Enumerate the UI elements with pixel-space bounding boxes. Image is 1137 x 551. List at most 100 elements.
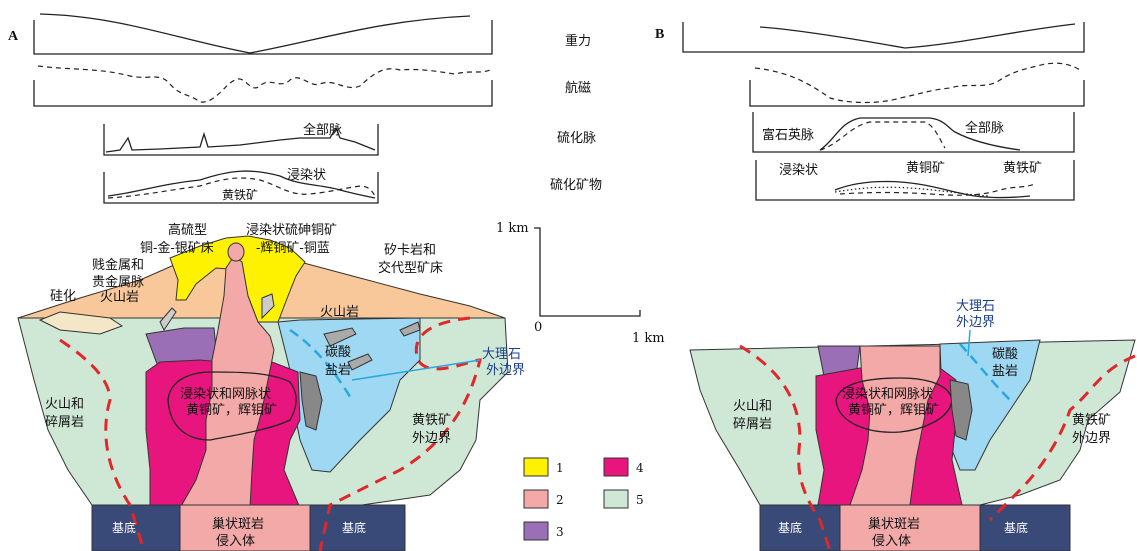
a-dis-2: -辉铜矿-铜蓝 xyxy=(256,241,330,256)
panel-b-profiles: B 富石英脉 全部脉 浸染状 黄铜矿 黄铁矿 xyxy=(655,22,1085,201)
legend-swatch-1 xyxy=(523,457,549,477)
scale-vertical-label: 1 km xyxy=(496,221,529,236)
scale-horizontal-label: 1 km xyxy=(632,331,665,346)
b-vc-1: 火山和 xyxy=(733,399,772,414)
b-marble-2: 外边界 xyxy=(956,315,995,330)
a-skarn-1: 矽卡岩和 xyxy=(384,243,436,258)
a-vein-1: 贱金属和 xyxy=(92,257,144,273)
profile-type-labels: 重力 航磁 硫化脉 硫化矿物 xyxy=(550,33,602,193)
section-b: 大理石 外边界 碳酸 盐岩 浸染状和网脉状 黄铜矿，辉钼矿 火山和 碎屑岩 黄铁… xyxy=(689,299,1136,551)
a-porphyry xyxy=(179,255,275,509)
a-pyrite-halo-left xyxy=(59,338,146,551)
a-basement-l: 基底 xyxy=(112,520,136,535)
b-quartz-vein-label: 富石英脉 xyxy=(762,127,814,143)
a-vein-2: 贵金属脉 xyxy=(92,274,144,290)
b-all-veins-label: 全部脉 xyxy=(965,120,1004,136)
sulfide-mineral-frame-b xyxy=(755,160,1075,201)
gravity-label: 重力 xyxy=(565,33,591,49)
a-dis-1: 浸染状硫砷铜矿 xyxy=(246,223,337,238)
b-marble-1: 大理石 xyxy=(956,299,995,314)
all-veins-curve-b xyxy=(819,117,1021,151)
aeromag-label: 航磁 xyxy=(565,80,591,96)
aeromag-curve-a xyxy=(37,65,491,103)
scale-zero-label: 0 xyxy=(534,320,542,335)
b-intrusion-1: 巢状斑岩 xyxy=(868,517,920,532)
a-marble-1: 大理石 xyxy=(482,347,521,362)
sulfide-vein-frame-b xyxy=(752,112,1075,153)
aeromag-frame-b xyxy=(749,80,1085,107)
b-stock-1: 浸染状和网脉状 xyxy=(842,387,933,402)
a-intrusion-base xyxy=(179,504,311,551)
b-marble-front xyxy=(959,343,1011,401)
a-ore-shell xyxy=(167,371,297,441)
gravity-frame-a xyxy=(33,20,493,55)
a-pyrite-label: 黄铁矿 xyxy=(222,188,258,202)
legend-key-2: 2 xyxy=(556,493,564,507)
a-silica-lens xyxy=(38,311,124,335)
sulfide-mineral-label: 硫化矿物 xyxy=(550,178,602,193)
b-vc-2: 碎屑岩 xyxy=(733,417,772,432)
b-basement-left xyxy=(759,504,841,551)
scale-lines xyxy=(534,227,641,317)
a-silica: 硅化 xyxy=(50,289,76,304)
a-volcanic-l: 火山岩 xyxy=(100,290,139,305)
legend-key-4: 4 xyxy=(636,461,644,475)
sulfide-vein-label: 硫化脉 xyxy=(557,131,596,146)
b-intrusion-base xyxy=(839,504,981,551)
a-skarn-2: 交代型矿床 xyxy=(378,260,443,276)
a-volcanic-r: 火山岩 xyxy=(320,305,359,320)
a-disseminated-label: 浸染状 xyxy=(287,168,326,183)
a-intrusion-2: 侵入体 xyxy=(216,533,255,549)
a-vein-lens-1 xyxy=(159,307,177,331)
a-intrusion-1: 巢状斑岩 xyxy=(212,517,264,532)
aeromag-curve-b xyxy=(754,62,1081,104)
a-skarn-body xyxy=(299,371,323,431)
a-carb-2: 盐岩 xyxy=(325,363,351,378)
pyrite-curve-a xyxy=(107,177,377,199)
b-py-1: 黄铁矿 xyxy=(1072,413,1111,428)
scale-bar: 1 km 0 1 km xyxy=(496,221,665,346)
chalcopyrite-curve-b xyxy=(834,180,1031,199)
aeromag-frame-a xyxy=(33,80,493,107)
a-porphyry-cap xyxy=(227,242,245,262)
b-intrusion-2: 侵入体 xyxy=(872,533,911,549)
gravity-frame-b xyxy=(682,22,1085,53)
b-pyrite-label: 黄铁矿 xyxy=(1003,161,1042,176)
b-basement-r: 基底 xyxy=(1004,520,1028,535)
b-skarn-body xyxy=(949,379,973,441)
a-marble-front xyxy=(289,328,354,401)
b-stock-2: 黄铜矿，辉钼矿 xyxy=(848,403,939,418)
legend-key-5: 5 xyxy=(636,493,644,507)
sulfide-vein-curve-a xyxy=(105,126,376,153)
a-vc-1: 火山和 xyxy=(45,397,84,412)
a-marble-leader xyxy=(351,359,481,381)
b-chalcopyrite-label: 黄铜矿 xyxy=(906,161,945,176)
section-a: 高硫型 铜-金-银矿床 浸染状硫砷铜矿 -辉铜矿-铜蓝 贱金属和 贵金属脉 硅化… xyxy=(17,222,525,551)
a-skarn-lens-1 xyxy=(323,327,357,347)
a-marble-2: 外边界 xyxy=(486,363,525,378)
legend-swatch-5 xyxy=(603,489,629,509)
a-carb-1: 碳酸 xyxy=(325,345,351,360)
a-vc-2: 碎屑岩 xyxy=(45,415,84,430)
legend-key-3: 3 xyxy=(556,525,564,539)
a-all-veins-label: 全部脉 xyxy=(303,122,342,138)
a-stock-1: 浸染状和网脉状 xyxy=(180,387,271,402)
b-py-2: 外边界 xyxy=(1072,431,1111,446)
panel-a-letter: A xyxy=(8,29,19,44)
a-skarn-lens-3 xyxy=(399,321,421,337)
legend-swatch-3 xyxy=(523,521,549,541)
a-py-2: 外边界 xyxy=(412,431,451,446)
disseminated-curve-a xyxy=(107,170,376,199)
gravity-curve-a xyxy=(39,13,471,54)
a-hs-deposit-2: 铜-金-银矿床 xyxy=(140,240,214,256)
a-vein-lens-2 xyxy=(261,293,275,320)
a-basement-r: 基底 xyxy=(342,520,366,535)
b-pyrite-halo-right xyxy=(988,354,1136,522)
b-marble-leader xyxy=(967,329,971,357)
a-pyrite-halo-right xyxy=(318,316,482,551)
a-hs-deposit-1: 高硫型 xyxy=(168,222,207,238)
disseminated-curve-b xyxy=(834,186,991,197)
panel-a-profiles: A 全部脉 浸染状 黄铁矿 xyxy=(8,13,493,204)
